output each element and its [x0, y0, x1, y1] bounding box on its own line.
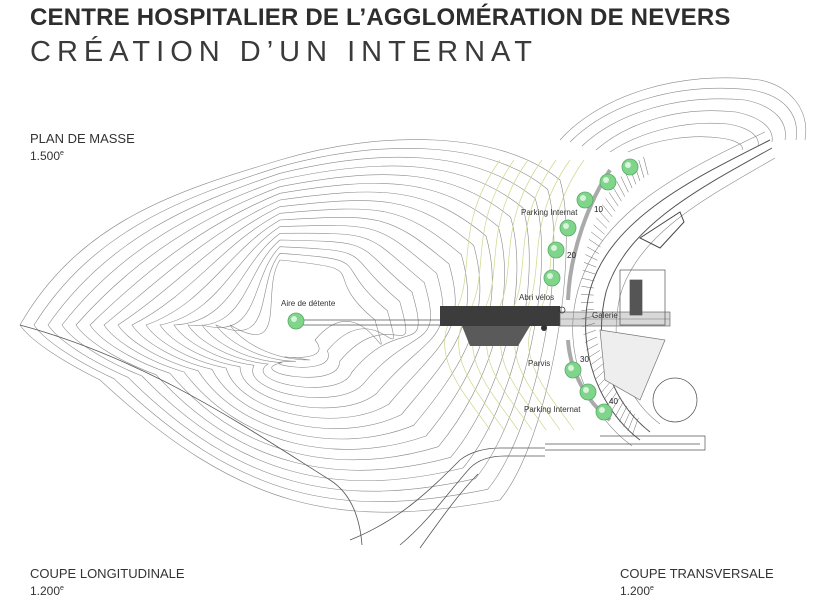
contour-line	[173, 232, 431, 398]
parking-stall	[608, 192, 619, 207]
parking-stall	[585, 254, 598, 261]
contour-line	[33, 148, 555, 502]
parking-stall	[619, 406, 628, 422]
parking-stall	[582, 323, 595, 327]
parking-stall	[596, 217, 608, 229]
parking-stall	[632, 417, 639, 436]
coupe-transversale-label: COUPE TRANSVERSALE 1.200e	[620, 566, 774, 599]
parking-stall	[588, 239, 601, 248]
parking-stall	[581, 294, 594, 296]
stall-number-40: 40	[609, 397, 618, 406]
coupe-transversale-title: COUPE TRANSVERSALE	[620, 566, 774, 581]
coupe-longitudinale-scale: 1.200e	[30, 584, 64, 598]
parking-stall	[615, 401, 624, 417]
contour-line	[215, 253, 394, 368]
coupe-longitudinale-label: COUPE LONGITUDINALE 1.200e	[30, 566, 185, 599]
plan-de-masse-label: PLAN DE MASSE 1.500e	[30, 131, 135, 164]
parking-stall	[586, 246, 600, 254]
parking-stall	[583, 329, 596, 335]
parking-stall	[581, 286, 594, 289]
parking-south-label: Parking Internat	[524, 405, 581, 414]
parking-stall	[607, 391, 618, 406]
trees	[287, 158, 639, 421]
parking-road	[566, 131, 776, 447]
parking-stall	[605, 198, 616, 212]
contour-line	[47, 156, 542, 492]
parking-north-label: Parking Internat	[521, 208, 578, 217]
coupe-longitudinale-title: COUPE LONGITUDINALE	[30, 566, 185, 581]
parking-stall	[611, 396, 621, 412]
plan-de-masse-scale: 1.500e	[30, 149, 64, 163]
parking-stall	[588, 350, 601, 358]
parking-stall	[584, 336, 598, 343]
parking-stall	[638, 159, 645, 178]
parking-stall	[598, 210, 610, 223]
plan-de-masse-title: PLAN DE MASSE	[30, 131, 135, 146]
tree-icon	[547, 241, 565, 259]
galerie-label: Galerie	[592, 311, 618, 320]
stall-number-10: 10	[594, 205, 603, 214]
parking-stall	[591, 231, 603, 241]
page-subtitle: CRÉATION D’UN INTERNAT	[30, 36, 538, 68]
parking-stall	[612, 186, 622, 202]
aire-detente-label: Aire de détente	[281, 299, 336, 308]
tree-icon	[564, 361, 582, 379]
parking-stall	[600, 380, 612, 394]
tree-icon	[287, 312, 305, 330]
parking-stall	[581, 278, 595, 282]
contour-line	[19, 139, 567, 513]
tree-icon	[543, 269, 561, 287]
contour-line	[201, 246, 407, 378]
west-boundary	[19, 324, 363, 546]
east-structures	[545, 269, 706, 451]
tree-icon	[599, 173, 617, 191]
parking-stalls	[581, 156, 649, 436]
parking-stall	[586, 343, 599, 351]
parking-stall	[581, 308, 594, 311]
internat-building	[440, 306, 671, 346]
tree-icon	[576, 191, 594, 209]
parking-stall	[593, 224, 605, 235]
parking-stall	[627, 414, 635, 431]
south-road	[349, 447, 545, 549]
tree-icon	[579, 383, 597, 401]
parking-stall	[623, 410, 631, 427]
stall-number-30: 30	[580, 355, 589, 364]
parking-stall	[583, 262, 597, 268]
parking-stall	[620, 176, 629, 193]
parking-stall	[590, 356, 602, 366]
coupe-transversale-scale: 1.200e	[620, 584, 654, 598]
access-walkway	[300, 319, 440, 326]
parking-stall	[581, 316, 595, 319]
parking-stall	[643, 156, 649, 176]
parking-stall	[592, 363, 604, 373]
tree-icon	[559, 219, 577, 237]
parking-stall	[616, 181, 626, 197]
contour-line	[187, 239, 419, 388]
page-title: CENTRE HOSPITALIER DE L’AGGLOMÉRATION DE…	[30, 4, 731, 31]
parking-stall	[602, 204, 613, 217]
north-east-island	[638, 211, 685, 249]
contour-line	[229, 259, 382, 361]
parvis-label: Parvis	[528, 359, 550, 368]
stall-number-20: 20	[567, 251, 576, 260]
parking-stall	[604, 386, 615, 400]
tree-icon	[621, 158, 639, 176]
tree-icon	[595, 403, 613, 421]
parking-stall	[582, 270, 596, 275]
abri-velos-label: Abri vélos	[519, 293, 554, 302]
